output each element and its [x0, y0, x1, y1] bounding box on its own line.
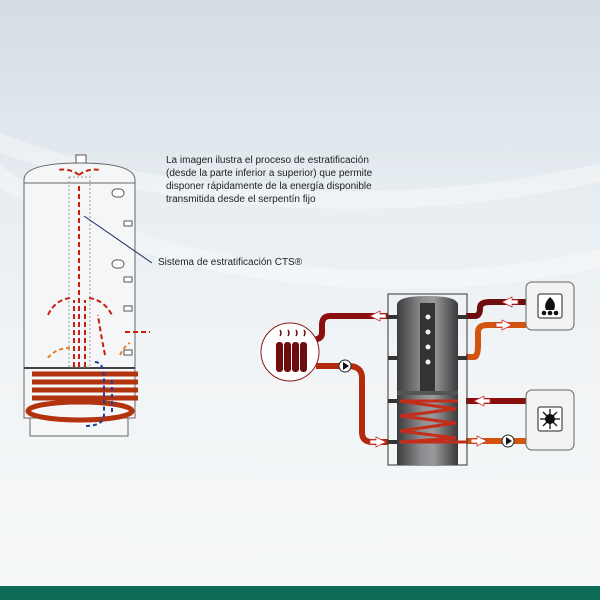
cts-label: Sistema de estratificación CTS®: [158, 257, 303, 268]
tank-ports: [111, 188, 133, 356]
radiator-icon: [260, 322, 320, 382]
background-swooshes: [0, 133, 600, 289]
background-swoosh: [0, 133, 600, 209]
flow-arrows-cold: [84, 361, 113, 427]
pump-icon: [338, 359, 352, 373]
pipe-radiator-return: [316, 363, 388, 445]
flow-arrows: [369, 296, 519, 448]
flow-arrows-warm: [45, 342, 131, 361]
pump-icon: [501, 434, 515, 448]
boiler-flame-icon: [525, 281, 575, 331]
flow-arrows-hot: [47, 168, 150, 367]
buffer-tank: [387, 293, 468, 466]
cts-pointer: [83, 215, 153, 264]
pipe-boiler-return: [466, 322, 526, 360]
pipe-boiler-flow: [466, 299, 526, 319]
solar-sun-icon: [525, 389, 575, 451]
solar-coil: [399, 399, 466, 444]
stratification-description: La imagen ilustra el proceso de estratif…: [166, 155, 373, 205]
footer-bar: [0, 586, 600, 600]
background-swoosh: [0, 164, 600, 289]
coil: [25, 371, 138, 423]
stratification-tank: [23, 154, 153, 437]
